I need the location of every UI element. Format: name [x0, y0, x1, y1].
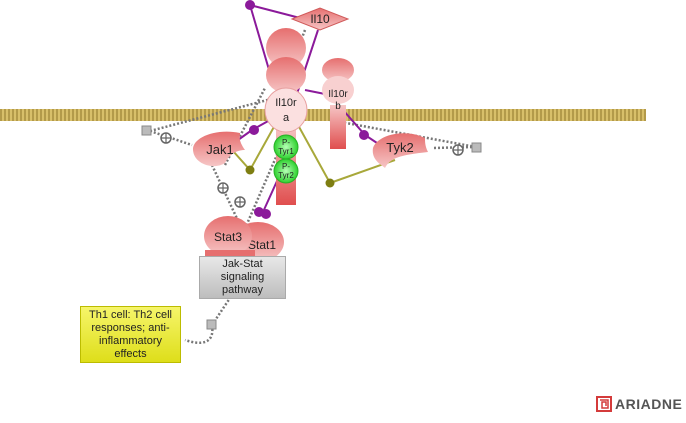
cell-membrane	[0, 109, 646, 121]
svg-text:Il10r: Il10r	[328, 89, 348, 100]
binding-edges	[237, 4, 381, 213]
stat3-node[interactable]	[204, 216, 252, 256]
th1-cell-process-node[interactable]: Th1 cell: Th2 cell responses; anti-infla…	[80, 306, 181, 363]
svg-text:P-: P-	[282, 162, 290, 171]
svg-text:Jak1: Jak1	[206, 142, 233, 157]
p-tyr2-node[interactable]	[273, 158, 299, 184]
tyk2-node[interactable]	[372, 133, 428, 168]
svg-text:b: b	[335, 101, 341, 112]
jak1-node[interactable]	[192, 131, 245, 167]
il10-label: Il10	[310, 12, 330, 26]
jak-stat-pathway-node[interactable]: Jak-Stat signaling pathway	[199, 256, 286, 299]
process-node	[141, 125, 152, 136]
svg-text:Stat1: Stat1	[248, 238, 276, 252]
ariadne-logo: ARIADNE	[596, 396, 682, 412]
il10rb-node[interactable]	[322, 58, 354, 149]
svg-text:P-: P-	[282, 138, 290, 147]
svg-text:Il10r: Il10r	[275, 97, 297, 109]
svg-text:Tyk2: Tyk2	[386, 140, 413, 155]
process-node	[471, 142, 482, 153]
svg-text:Stat3: Stat3	[214, 230, 242, 244]
process-node	[206, 319, 217, 330]
svg-text:Tyr2: Tyr2	[278, 171, 294, 180]
il10-node[interactable]	[290, 7, 350, 31]
ariadne-maze-icon	[596, 396, 612, 412]
svg-text:Tyr1: Tyr1	[278, 147, 294, 156]
svg-text:a: a	[283, 112, 290, 124]
